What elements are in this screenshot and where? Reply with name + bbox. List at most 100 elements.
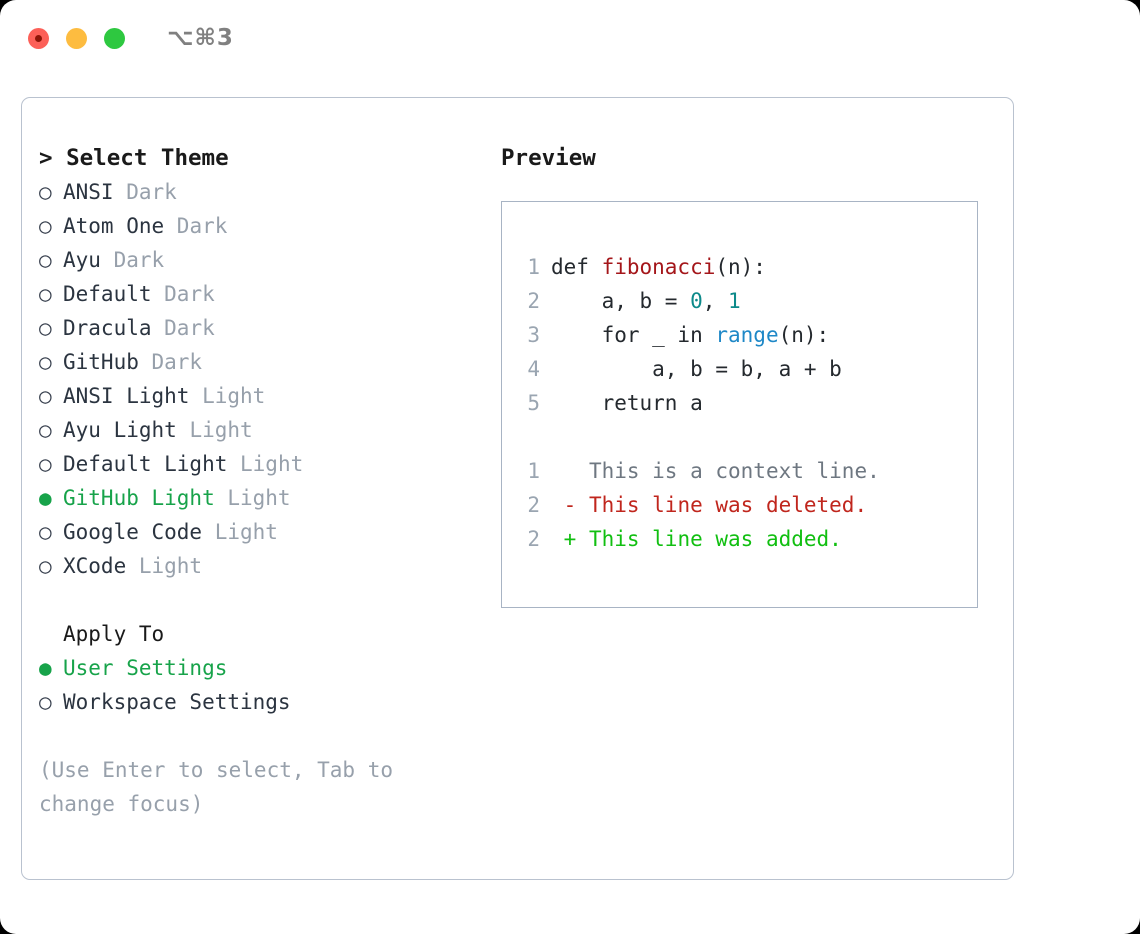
- theme-option-label: GitHub Light: [63, 486, 215, 510]
- code-token-plain: for _ in: [551, 323, 716, 347]
- theme-option-variant: Light: [214, 486, 291, 510]
- line-number: 2: [527, 493, 540, 517]
- theme-option-variant: Dark: [151, 316, 215, 340]
- line-number: 4: [527, 357, 540, 381]
- diff-text: This line was deleted.: [576, 493, 868, 517]
- diff-sample: 1 This is a context line. 2 - This line w…: [514, 454, 977, 556]
- theme-option-ansi[interactable]: ○ ANSI Dark: [39, 175, 489, 209]
- theme-option-variant: Light: [189, 384, 266, 408]
- theme-option-github-light[interactable]: ●GitHub Light Light: [39, 481, 489, 515]
- code-line: 1 def fibonacci(n):: [514, 250, 977, 284]
- diff-sign: +: [551, 527, 577, 551]
- theme-option-google-code[interactable]: ○Google Code Light: [39, 515, 489, 549]
- radio-unselected-icon: ○: [39, 384, 52, 408]
- theme-list: ○ ANSI Dark ○ Atom One Dark ○ Ayu Dark ○ Defaul…: [39, 175, 489, 583]
- theme-option-xcode[interactable]: ○ XCode Light: [39, 549, 489, 583]
- theme-option-label: ANSI Light: [63, 384, 190, 408]
- theme-option-variant: Dark: [151, 282, 215, 306]
- code-token-plain: a, b = b, a + b: [551, 357, 842, 381]
- radio-unselected-icon: ○: [39, 418, 52, 442]
- code-token-plain: def: [551, 255, 602, 279]
- traffic-lights: [28, 27, 125, 49]
- diff-text: This line was added.: [576, 527, 842, 551]
- theme-option-label: Dracula: [63, 316, 152, 340]
- code-diff-gap: [514, 420, 977, 454]
- code-token-func: fibonacci: [601, 255, 716, 279]
- theme-option-ayu-light[interactable]: ○Ayu Light Light: [39, 413, 489, 447]
- code-line: 5 return a: [514, 386, 977, 420]
- theme-option-variant: Dark: [164, 214, 228, 238]
- theme-option-ayu[interactable]: ○ Ayu Dark: [39, 243, 489, 277]
- theme-picker-title: > Select Theme: [39, 145, 229, 171]
- minimize-button-icon[interactable]: [66, 27, 87, 49]
- code-line: 3 for _ in range(n):: [514, 318, 977, 352]
- theme-option-label: XCode: [63, 554, 127, 578]
- zoom-button-icon[interactable]: [104, 27, 125, 49]
- theme-option-github[interactable]: ○ GitHub Dark: [39, 345, 489, 379]
- radio-unselected-icon: ○: [39, 282, 52, 306]
- theme-option-label: Ayu: [63, 248, 101, 272]
- apply-to-list: ● User Settings ○Workspace Settings: [39, 651, 489, 719]
- theme-picker-pane: > Select Theme ○ANSI Dark○Atom One Dark○…: [39, 141, 489, 821]
- theme-option-variant: Dark: [138, 350, 203, 374]
- code-token-num: 0: [690, 289, 703, 313]
- code-token-plain: (n):: [778, 323, 830, 347]
- keyboard-hint: (Use Enter to select, Tab to change focu…: [39, 758, 394, 816]
- theme-option-label: Atom One: [63, 214, 165, 238]
- theme-option-dracula[interactable]: ○Dracula Dark: [39, 311, 489, 345]
- theme-option-variant: Dark: [113, 180, 177, 204]
- line-number: 2: [527, 289, 540, 313]
- radio-selected-icon: ●: [39, 656, 52, 680]
- theme-option-label: ANSI: [63, 180, 114, 204]
- theme-option-label: Google Code: [63, 520, 203, 544]
- diff-text: This is a context line.: [576, 459, 880, 483]
- theme-option-default[interactable]: ○ Default Dark: [39, 277, 489, 311]
- radio-unselected-icon: ○: [39, 248, 52, 272]
- diff-sign: [551, 459, 576, 483]
- radio-unselected-icon: ○: [39, 554, 52, 578]
- line-number: 5: [527, 391, 540, 415]
- theme-option-variant: Dark: [100, 248, 165, 272]
- apply-to-header: Apply To: [63, 622, 165, 646]
- diff-line-ctx: 1 This is a context line.: [514, 454, 977, 488]
- diff-sign: -: [551, 493, 577, 517]
- content-card: > Select Theme ○ANSI Dark○Atom One Dark○…: [21, 97, 1014, 880]
- theme-option-variant: Light: [126, 554, 203, 578]
- theme-option-variant: Light: [227, 452, 304, 476]
- theme-option-label: GitHub: [63, 350, 139, 374]
- theme-option-ansi-light[interactable]: ○ ANSI Light Light: [39, 379, 489, 413]
- code-token-plain: a, b =: [551, 289, 691, 313]
- code-token-builtin: range: [715, 323, 779, 347]
- close-button-icon[interactable]: [28, 27, 49, 49]
- diff-line-add: 2 + This line was added.: [514, 522, 977, 556]
- code-line: 2 a, b = 0, 1: [514, 284, 977, 318]
- apply-to-option-label: User Settings: [63, 656, 228, 680]
- radio-unselected-icon: ○: [39, 350, 52, 374]
- code-token-plain: (n):: [715, 255, 766, 279]
- code-line: 4 a, b = b, a + b: [514, 352, 977, 386]
- theme-option-label: Default Light: [63, 452, 228, 476]
- apply-to-option-workspace-settings[interactable]: ○Workspace Settings: [39, 685, 489, 719]
- apply-to-option-user-settings[interactable]: ● User Settings: [39, 651, 489, 685]
- radio-unselected-icon: ○: [39, 452, 52, 476]
- radio-unselected-icon: ○: [39, 180, 52, 204]
- theme-option-atom-one[interactable]: ○ Atom One Dark: [39, 209, 489, 243]
- code-token-num: 1: [728, 289, 741, 313]
- theme-option-default-light[interactable]: ○ Default Light Light: [39, 447, 489, 481]
- line-number: 2: [527, 527, 540, 551]
- keyboard-shortcut-label: ⌥⌘3: [167, 25, 234, 51]
- line-number: 3: [527, 323, 540, 347]
- line-number: 1: [527, 255, 540, 279]
- list-spacer: [39, 583, 489, 617]
- theme-option-label: Ayu Light: [63, 418, 177, 442]
- theme-option-variant: Light: [202, 520, 278, 544]
- radio-unselected-icon: ○: [39, 214, 52, 238]
- radio-unselected-icon: ○: [39, 690, 52, 714]
- preview-title: Preview: [501, 145, 596, 171]
- code-token-plain: return a: [551, 391, 703, 415]
- theme-option-label: Default: [63, 282, 152, 306]
